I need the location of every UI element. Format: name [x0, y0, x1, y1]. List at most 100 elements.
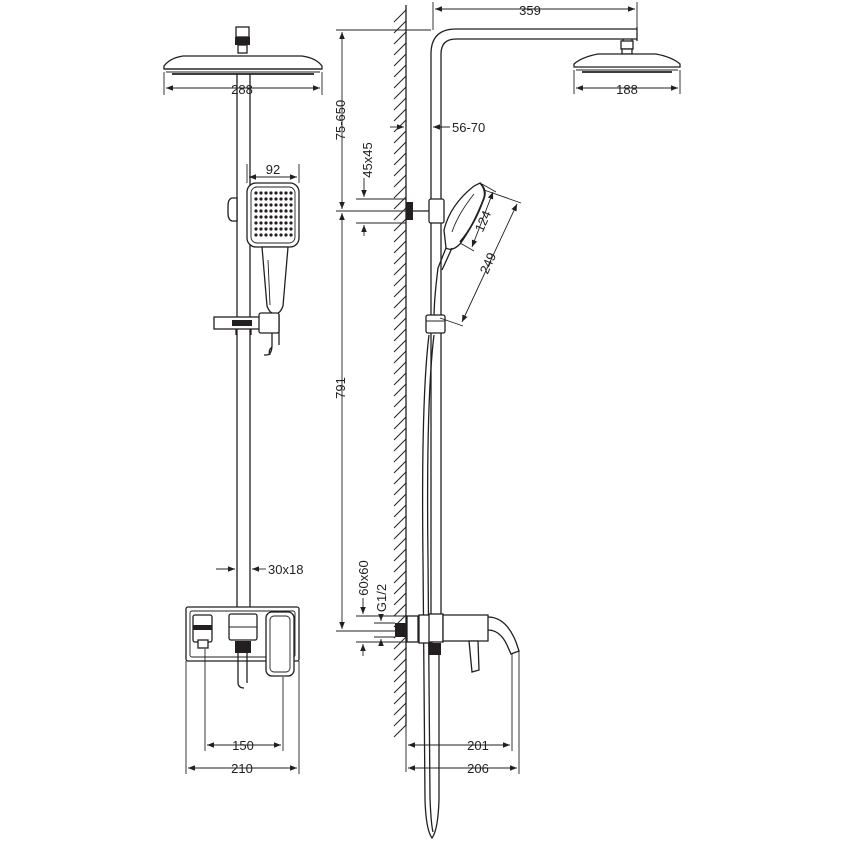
- nozzle-dot: [279, 209, 283, 213]
- hatch-line: [393, 581, 407, 595]
- nozzle-dot: [269, 209, 273, 213]
- hatch-line: [393, 108, 407, 122]
- hatch-line: [393, 306, 407, 320]
- slider-bracket-front: [213, 312, 280, 335]
- nozzle-dot: [259, 221, 263, 225]
- nozzle-dot: [274, 197, 278, 201]
- label-handshower-width: 92: [266, 162, 280, 177]
- nozzle-dot: [289, 203, 293, 207]
- hatch-line: [393, 449, 407, 463]
- hatch-line: [393, 669, 407, 683]
- hatch-line: [393, 438, 407, 452]
- nozzle-dot: [289, 197, 293, 201]
- hatch-line: [393, 152, 407, 166]
- label-spout-reach-upper: 201: [467, 738, 489, 753]
- hatch-line: [393, 86, 407, 100]
- label-rail-height: 791: [333, 377, 348, 399]
- hatch-line: [393, 9, 407, 23]
- front-view: 288 92 30x18 150 210: [163, 26, 323, 776]
- label-spout-reach-lower: 206: [467, 761, 489, 776]
- nozzle-dot: [274, 221, 278, 225]
- hatch-line: [393, 416, 407, 430]
- nozzle-dot: [284, 233, 288, 237]
- hatch-line: [393, 702, 407, 716]
- nozzle-dot: [254, 209, 258, 213]
- hatch-line: [393, 295, 407, 309]
- nozzle-dot: [279, 215, 283, 219]
- nozzle-dot: [279, 221, 283, 225]
- nozzle-dot: [254, 215, 258, 219]
- nozzle-dot: [264, 197, 268, 201]
- nozzle-dot: [279, 227, 283, 231]
- hatch-line: [393, 119, 407, 133]
- hatch-line: [393, 284, 407, 298]
- hatch-line: [393, 185, 407, 199]
- nozzle-dot: [269, 215, 273, 219]
- hatch-line: [393, 372, 407, 386]
- label-bracket-section: 45x45: [360, 142, 375, 177]
- label-overall-width: 210: [231, 761, 253, 776]
- front-dimensions: [163, 72, 323, 774]
- hatch-line: [393, 460, 407, 474]
- hatch-line: [393, 537, 407, 551]
- nozzle-dot: [284, 215, 288, 219]
- side-dimensions: [336, 2, 681, 774]
- nozzle-dot: [274, 191, 278, 195]
- hatch-line: [393, 240, 407, 254]
- hatch-line: [393, 724, 407, 738]
- hatch-line: [393, 515, 407, 529]
- nozzle-dot: [259, 191, 263, 195]
- hatch-line: [393, 75, 407, 89]
- nozzle-dot: [269, 233, 273, 237]
- nozzle-dot: [264, 203, 268, 207]
- hatch-line: [393, 339, 407, 353]
- hatch-line: [393, 317, 407, 331]
- hatch-line: [393, 130, 407, 144]
- hatch-line: [393, 570, 407, 584]
- nozzle-dot: [259, 215, 263, 219]
- nozzle-dot: [269, 197, 273, 201]
- nozzle-dot: [284, 191, 288, 195]
- hatch-line: [393, 394, 407, 408]
- hose-side: [421, 334, 440, 840]
- hatch-line: [393, 31, 407, 45]
- hatch-line: [393, 636, 407, 650]
- label-head-diameter: 188: [616, 82, 638, 97]
- rail-side: [430, 27, 638, 614]
- hatch-line: [393, 482, 407, 496]
- nozzle-dot: [259, 203, 263, 207]
- hatch-line: [393, 405, 407, 419]
- label-height-range: 75-650: [333, 100, 348, 140]
- nozzle-dot: [264, 191, 268, 195]
- hand-shower-front: [227, 182, 300, 356]
- hatch-line: [393, 427, 407, 441]
- hatch-line: [393, 273, 407, 287]
- hatch-line: [393, 174, 407, 188]
- nozzle-dot: [254, 197, 258, 201]
- rain-shower-head-side: [573, 40, 681, 73]
- nozzle-dot: [279, 203, 283, 207]
- hatch-line: [393, 592, 407, 606]
- hatch-line: [393, 713, 407, 727]
- hatch-line: [393, 361, 407, 375]
- nozzle-dot: [274, 209, 278, 213]
- nozzle-dot: [259, 227, 263, 231]
- hatch-line: [393, 207, 407, 221]
- rail-front: [236, 74, 251, 614]
- nozzle-dot: [274, 233, 278, 237]
- hatch-line: [393, 97, 407, 111]
- mixer-side: [395, 613, 520, 673]
- hatch-line: [393, 229, 407, 243]
- hatch-line: [393, 141, 407, 155]
- hatch-line: [393, 647, 407, 661]
- nozzle-dot: [274, 215, 278, 219]
- nozzle-dot: [284, 197, 288, 201]
- nozzle-dot: [284, 227, 288, 231]
- nozzle-dot: [259, 209, 263, 213]
- hatch-line: [393, 53, 407, 67]
- hatch-line: [393, 262, 407, 276]
- nozzle-dot: [284, 203, 288, 207]
- nozzle-dot: [254, 227, 258, 231]
- hatch-line: [393, 64, 407, 78]
- nozzle-dot: [259, 197, 263, 201]
